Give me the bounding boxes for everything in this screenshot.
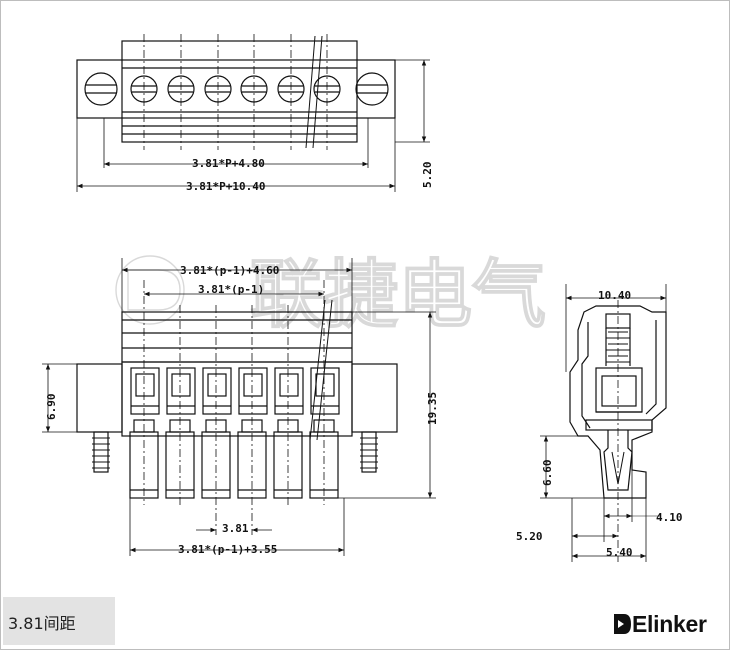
pitch-label-box [3, 597, 115, 645]
top-view [76, 34, 430, 192]
pitch-label: 3.81间距 [8, 614, 76, 633]
side-view [540, 284, 667, 562]
dim-side-pin-height: 6.60 [541, 460, 554, 487]
wire-cavities [130, 367, 340, 415]
watermark-text: 联捷电气 [250, 252, 546, 338]
screw-left [84, 72, 118, 106]
dim-top-inner-width: 3.81*P+4.80 [192, 157, 265, 170]
dim-top-height: 5.20 [421, 162, 434, 189]
dim-front-span-top: 3.81*(p-1)+4.60 [180, 264, 279, 277]
dim-front-pitch: 3.81 [222, 522, 249, 535]
screw-right [355, 72, 389, 106]
dim-front-total-height: 19.35 [426, 392, 439, 425]
flange-screw-right [360, 431, 378, 473]
center-lines-front [143, 280, 325, 535]
dim-front-span-bottom: 3.81*(p-1)+3.55 [178, 543, 277, 556]
brand-logo: Elinker [612, 611, 707, 637]
contact-screws [130, 75, 341, 103]
dim-side-pin-offset: 4.10 [656, 511, 683, 524]
dim-side-offset-b: 5.40 [606, 546, 633, 559]
brand-name: Elinker [632, 610, 707, 637]
center-lines-top [143, 34, 328, 150]
dim-top-outer-width: 3.81*P+10.40 [186, 180, 265, 193]
dim-front-flange-height: 6.90 [45, 394, 58, 421]
dim-front-span-pitch: 3.81*(p-1) [198, 283, 264, 296]
brand-mark-icon [614, 614, 631, 634]
flange-screw-left [92, 431, 110, 473]
front-view [42, 258, 436, 556]
dim-side-offset-a: 5.20 [516, 530, 543, 543]
contact-pins [129, 419, 339, 499]
dim-side-width: 10.40 [598, 289, 631, 302]
